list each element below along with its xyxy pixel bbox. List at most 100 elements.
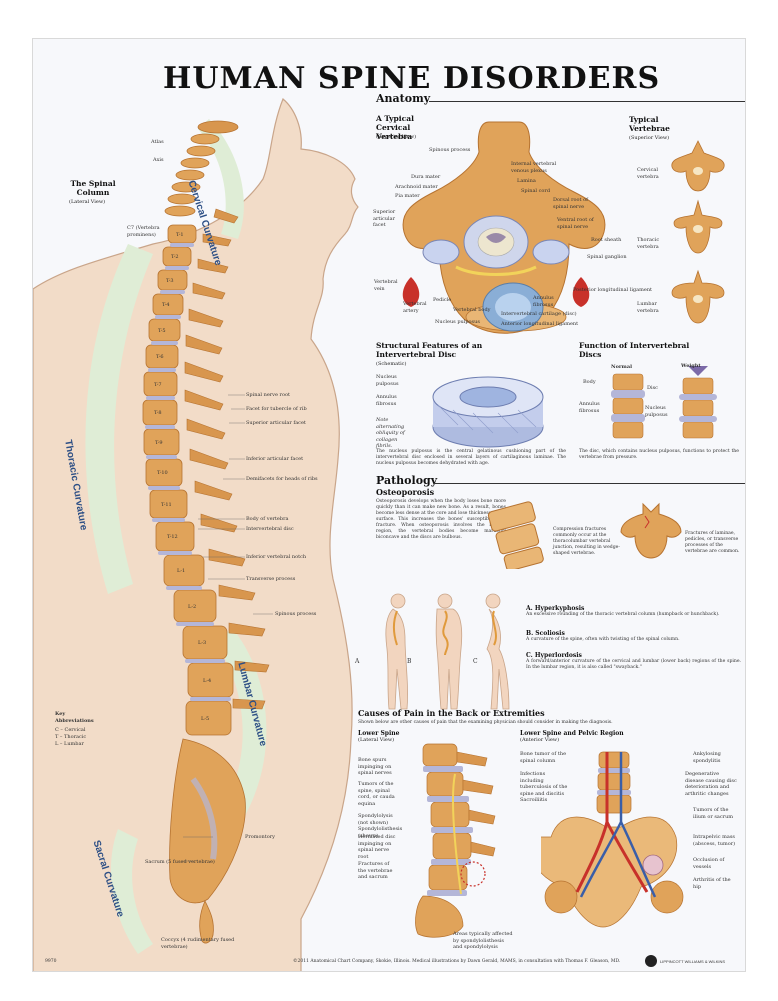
typical-thoracic-label: Thoracic vertebra xyxy=(637,237,660,250)
function-annulus-label: Annulus fibrosus xyxy=(579,401,600,414)
vlabel-t7: T-7 xyxy=(154,382,162,388)
label-facet-tubercle: Facet for tubercle of rib xyxy=(246,406,307,412)
condition-b-desc: A curvature of the spine, often with twi… xyxy=(526,637,680,642)
disc-function-title: Function of Intervertebral Discs xyxy=(579,341,690,359)
figure-b-label: B xyxy=(407,658,412,665)
cv-posterior-ligament: Posterior longitudinal ligament xyxy=(573,287,653,293)
condition-b-name: B. Scoliosis xyxy=(526,630,565,637)
vlabel-l4: L-4 xyxy=(203,678,212,684)
pv-sacroiliitis: Sacroiliitis xyxy=(520,797,548,803)
cv-venous-plexus: Internal vertebral venous plexus xyxy=(511,161,557,174)
footer-credit: ©2011 Anatomical Chart Company, Skokie, … xyxy=(293,959,621,964)
pathology-heading: Pathology xyxy=(376,474,438,487)
condition-a-name: A. Hyperkyphosis xyxy=(526,605,585,612)
label-promontory: Promontory xyxy=(245,834,275,840)
vertebral-column xyxy=(142,120,270,944)
vlabel-l1: L-1 xyxy=(177,568,186,574)
pv-bone-tumor: Bone tumor of the spinal column xyxy=(520,751,567,764)
vlabel-t4: T-4 xyxy=(162,302,170,308)
footer-code: 9970 xyxy=(45,959,57,964)
condition-a-desc: An excessive rounding of the thoracic ve… xyxy=(526,612,720,617)
label-superior-articular: Superior articular facet xyxy=(246,420,306,426)
ls-tumors: Tumors of the spine, spinal cord, or cau… xyxy=(358,781,395,807)
label-intervertebral-disc: Intervertebral disc xyxy=(246,526,294,532)
disc-function-caption: The disc, which contains nucleus pulposu… xyxy=(579,449,739,460)
pv-ankylosing: Ankylosing spondylitis xyxy=(693,751,721,764)
cv-anterior-ligament: Anterior longitudinal ligament xyxy=(501,321,579,327)
vlabel-t1: T-1 xyxy=(176,232,184,238)
cv-spinal-cord: Spinal cord xyxy=(521,188,551,194)
figure-a-label: A xyxy=(355,658,360,665)
pelvic-note: (Anterior View) xyxy=(520,737,560,743)
label-atlas: Atlas xyxy=(151,139,164,145)
spine-illustration xyxy=(33,98,359,971)
cv-superior-facet: Superior articular facet xyxy=(373,209,396,228)
pain-title: Causes of Pain in the Back or Extremitie… xyxy=(358,708,545,718)
key-title: Key Abbreviations xyxy=(55,711,94,724)
pv-tumors-ilium: Tumors of the ilium or sacrum xyxy=(693,807,734,820)
pelvic-illustration xyxy=(541,751,684,928)
key-thoracic: T – Thoracic xyxy=(55,734,87,740)
pv-intrapelvic: Intrapelvic mass (abscess, tumor) xyxy=(693,834,736,847)
poster: HUMAN SPINE DISORDERS xyxy=(32,38,746,972)
label-inferior-notch: Inferior vertebral notch xyxy=(246,554,307,560)
label-transverse-process: Transverse process xyxy=(246,576,296,582)
pv-infections: Infections including tuberculosis of the… xyxy=(520,771,568,797)
sacrum xyxy=(169,738,246,904)
vlabel-t2: T-2 xyxy=(171,254,179,260)
label-sacrum: Sacrum (5 fused vertebrae) xyxy=(145,859,215,865)
vlabel-l5: L-5 xyxy=(201,716,210,722)
label-demifacets: Demifacets for heads of ribs xyxy=(246,476,318,482)
pathology-rule xyxy=(435,483,745,484)
osteoporosis-text: Osteoporosis develops when the body lose… xyxy=(376,499,506,540)
vlabel-t5: T-5 xyxy=(158,328,166,334)
cv-pedicle: Pedicle xyxy=(433,297,452,303)
function-nucleus-label: Nucleus pulposus xyxy=(645,405,668,418)
cv-annulus: Annulus fibrosus xyxy=(533,295,554,308)
disc-nucleus-label: Nucleus pulposus xyxy=(376,374,399,387)
coccyx xyxy=(199,900,214,944)
vlabel-l3: L-3 xyxy=(198,640,207,646)
lower-spine-title: Lower Spine xyxy=(358,730,400,737)
anatomy-heading: Anatomy xyxy=(376,92,431,105)
ls-affected-areas: Areas typically affected by spondylolist… xyxy=(453,931,513,950)
cv-vertebral-body: Vertebral body xyxy=(453,307,491,313)
anatomy-rule xyxy=(429,101,745,102)
cv-spinous: Spinous process xyxy=(429,147,471,153)
typical-cervical-label: Cervical vertebra xyxy=(637,167,659,180)
disc-note-label: Note alternating obliquity of collagen f… xyxy=(376,417,405,449)
pv-arthritis: Arthritis of the hip xyxy=(693,877,731,890)
figure-c-label: C xyxy=(473,658,478,665)
cv-vertebral-vein: Vertebral vein xyxy=(374,279,398,292)
pelvic-title: Lower Spine and Pelvic Region xyxy=(520,730,624,737)
vlabel-l2: L-2 xyxy=(188,604,197,610)
label-inferior-articular: Inferior articular facet xyxy=(246,456,304,462)
cv-dorsal-root: Dorsal root of spinal nerve xyxy=(553,197,589,210)
cv-disc: Intervertebral cartilage (disc) xyxy=(501,311,577,317)
disc-function-illustration xyxy=(611,366,717,439)
footer-publisher: LIPPINCOTT WILLIAMS & WILKINS xyxy=(660,959,726,964)
fracture-text: Fractures of laminae, pedicles, or trans… xyxy=(685,531,740,554)
lower-spine-note: (Lateral View) xyxy=(358,737,395,743)
poster-title: HUMAN SPINE DISORDERS xyxy=(163,61,661,96)
label-c7: C7 (Vertebra prominens) xyxy=(127,225,160,238)
condition-c-name: C. Hyperlordosis xyxy=(526,652,582,659)
lower-spine-illustration xyxy=(415,743,496,938)
publisher-logo xyxy=(645,955,657,967)
label-body-vertebra: Body of vertebra xyxy=(246,516,289,522)
osteoporosis-title: Osteoporosis xyxy=(376,487,435,497)
function-disc-label: Disc xyxy=(647,385,658,391)
cv-arachnoid: Arachnoid mater xyxy=(395,184,438,190)
label-spinal-nerve-root: Spinal nerve root xyxy=(246,392,290,398)
cervical-vertebra-title: A Typical Cervical Vertebra xyxy=(376,114,414,141)
function-weight-label: Weight xyxy=(681,363,701,369)
function-body-label: Body xyxy=(583,379,596,385)
vlabel-t6: T-6 xyxy=(156,354,164,360)
key-cervical: C – Cervical xyxy=(55,727,86,733)
ls-herniated: Herniated disc impinging on spinal nerve… xyxy=(358,834,396,860)
disc-caption: The nucleus pulposus is the central gela… xyxy=(376,449,566,466)
osteoporosis-illustration xyxy=(487,501,682,569)
typical-lumbar-label: Lumbar vertebra xyxy=(637,301,659,314)
key-lumbar: L – Lumbar xyxy=(55,741,84,747)
cv-lamina: Lamina xyxy=(517,178,536,184)
